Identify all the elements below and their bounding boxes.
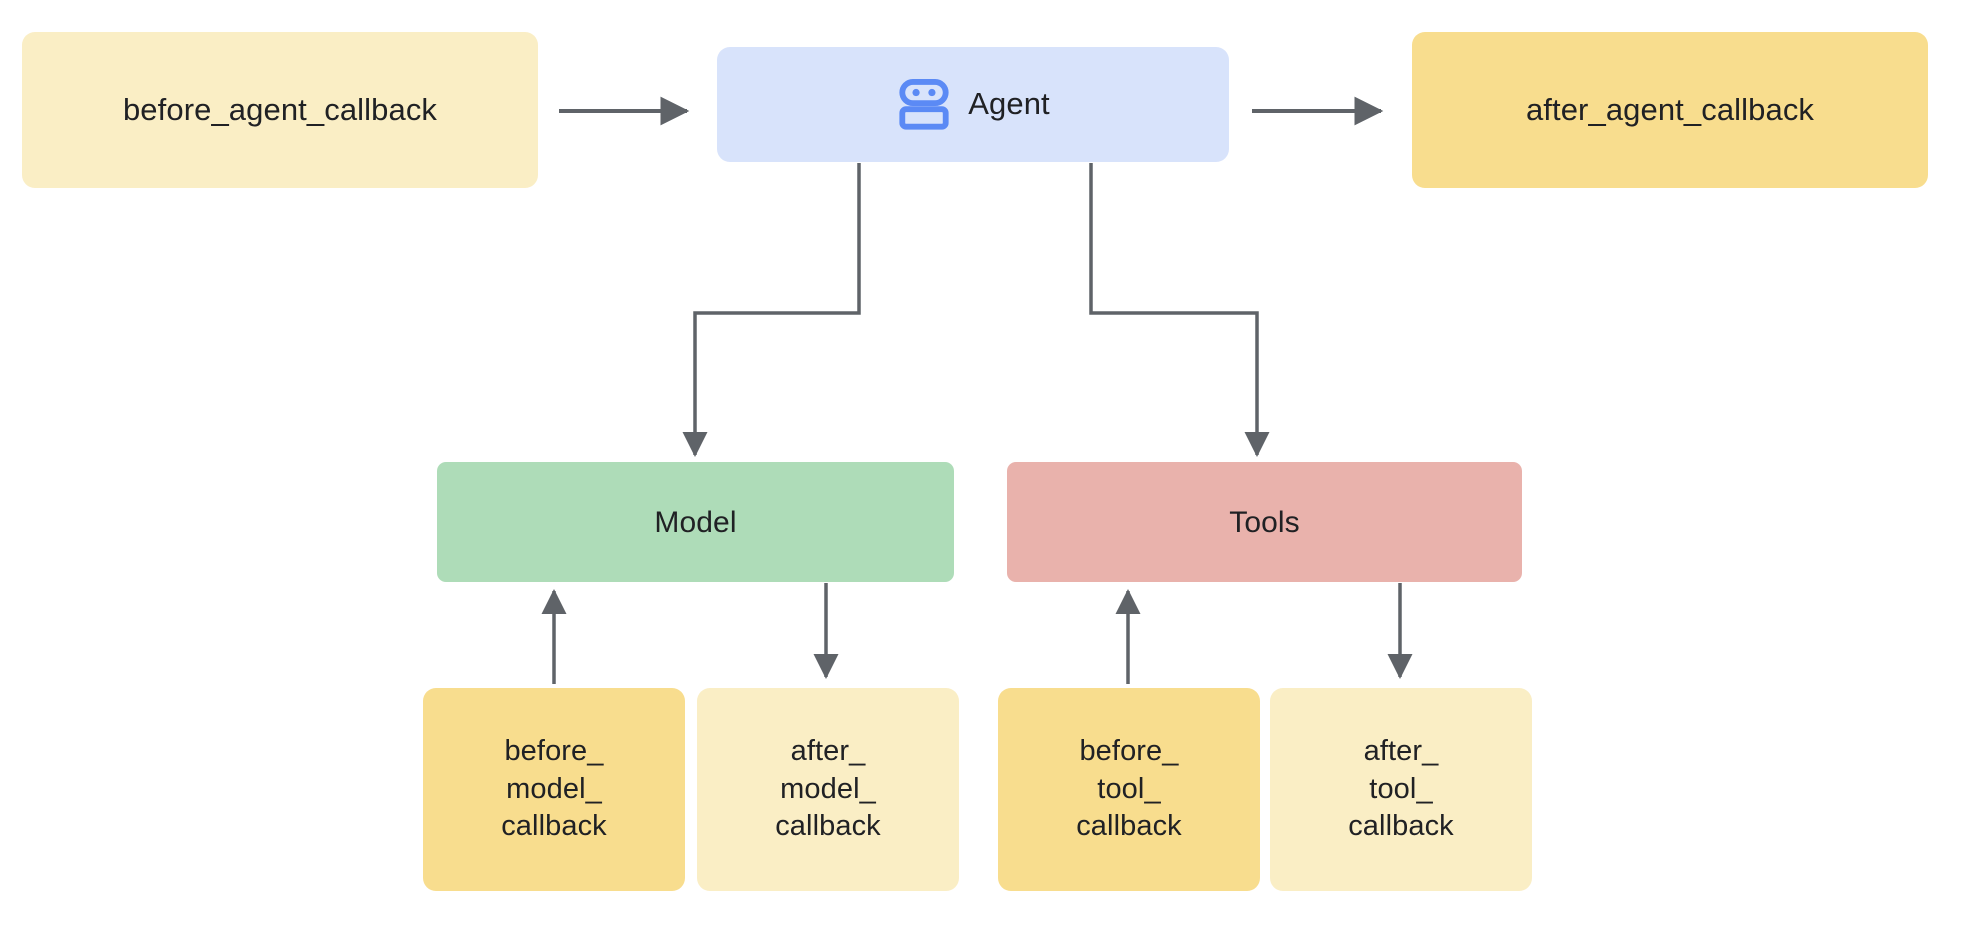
node-after-tool-callback[interactable]: after_ tool_ callback — [1270, 688, 1532, 891]
robot-icon — [899, 78, 949, 130]
node-tools[interactable]: Tools — [1007, 462, 1522, 582]
node-model-label: Model — [654, 505, 737, 539]
agent-content: Agent — [896, 77, 1050, 133]
node-before-model-callback[interactable]: before_ model_ callback — [423, 688, 685, 891]
node-agent[interactable]: Agent — [717, 47, 1229, 162]
node-model[interactable]: Model — [437, 462, 954, 582]
node-before-model-callback-label: before_ model_ callback — [501, 734, 607, 843]
edge-agent-to-model — [682, 163, 861, 458]
node-after-agent-callback[interactable]: after_agent_callback — [1412, 32, 1928, 188]
edge-agent-to-tools — [1089, 163, 1270, 458]
node-before-agent-callback[interactable]: before_agent_callback — [22, 32, 538, 188]
node-after-tool-callback-label: after_ tool_ callback — [1348, 734, 1454, 843]
node-before-tool-callback[interactable]: before_ tool_ callback — [998, 688, 1260, 891]
node-after-model-callback-label: after_ model_ callback — [775, 734, 881, 843]
node-agent-label: Agent — [968, 86, 1050, 122]
node-after-agent-callback-label: after_agent_callback — [1525, 91, 1815, 127]
node-before-agent-callback-label: before_agent_callback — [122, 91, 438, 127]
node-after-model-callback[interactable]: after_ model_ callback — [697, 688, 959, 891]
node-before-tool-callback-label: before_ tool_ callback — [1076, 734, 1182, 843]
node-tools-label: Tools — [1229, 505, 1300, 539]
